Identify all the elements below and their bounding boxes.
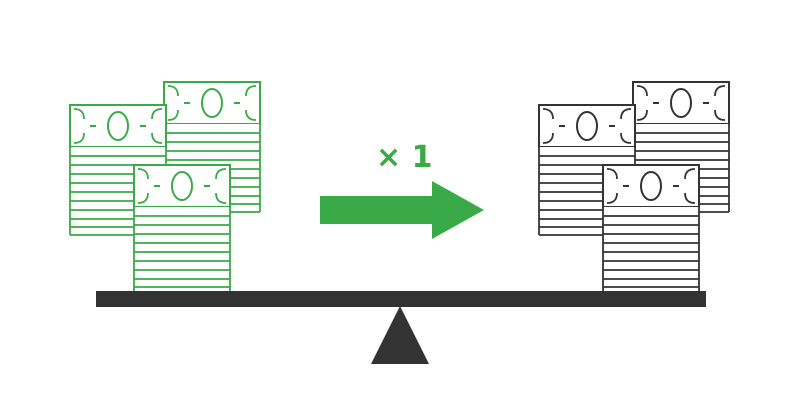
green-money-stack-icon xyxy=(69,81,261,296)
balance-scale-icon xyxy=(96,291,706,364)
multiplier-label: × 1 xyxy=(376,140,432,175)
black-money-stack-icon xyxy=(538,81,730,296)
right-arrow-icon xyxy=(320,181,484,239)
balance-beam xyxy=(96,291,706,307)
balance-fulcrum xyxy=(371,306,429,364)
